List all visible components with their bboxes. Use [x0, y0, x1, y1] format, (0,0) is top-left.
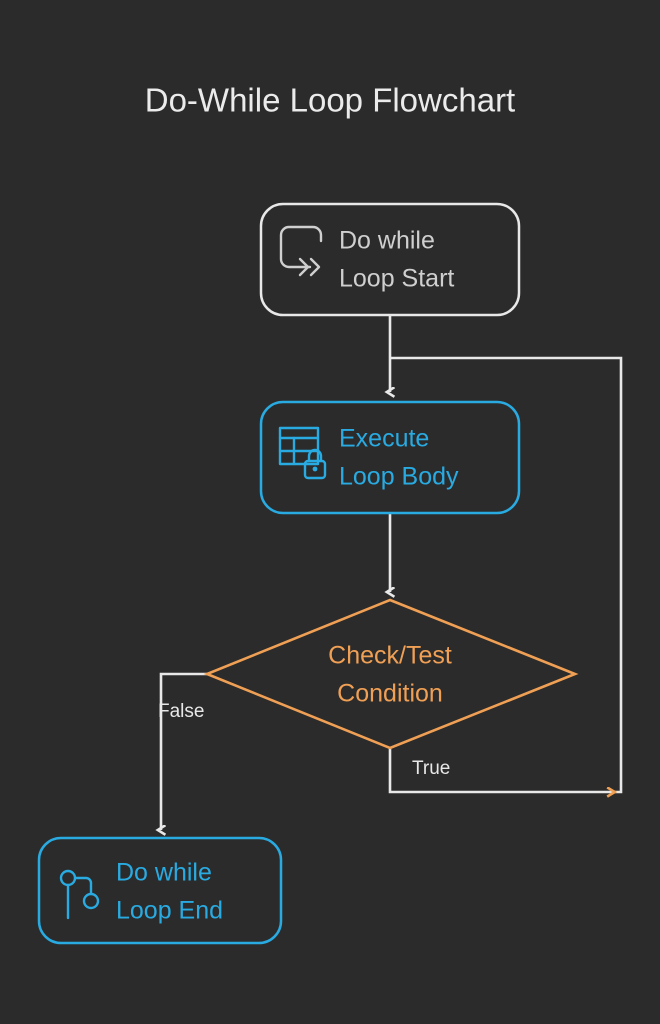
condition-node-label-line1: Check/Test	[328, 642, 452, 670]
connector-condition-false-to-end	[161, 672, 207, 830]
start-node-label-line2: Loop Start	[339, 265, 454, 293]
connector-condition-true-return-loop	[388, 356, 623, 794]
condition-node-label-line2: Condition	[337, 680, 443, 708]
git-branch-icon	[59, 869, 100, 920]
body-node-label-line1: Execute	[339, 425, 429, 453]
end-node-shape	[37, 836, 283, 945]
body-node-label-line2: Loop Body	[339, 463, 459, 491]
page-title: Do-While Loop Flowchart	[145, 82, 515, 119]
node-check-test-condition[interactable]: Check/Test Condition	[203, 598, 579, 750]
loop-start-icon	[279, 225, 323, 277]
body-node-shape	[259, 400, 521, 515]
edge-label-true: True	[412, 758, 450, 779]
node-do-while-loop-end[interactable]: Do while Loop End	[37, 836, 283, 945]
node-execute-loop-body[interactable]: Execute Loop Body	[259, 400, 521, 515]
start-node-shape	[259, 202, 521, 317]
edge-label-false: False	[158, 701, 204, 722]
condition-node-shape	[203, 598, 579, 750]
start-node-label-line1: Do while	[339, 227, 435, 255]
end-node-label-line2: Loop End	[116, 897, 223, 925]
end-node-label-line1: Do while	[116, 859, 212, 887]
node-do-while-loop-start[interactable]: Do while Loop Start	[259, 202, 521, 317]
table-lock-icon	[278, 426, 327, 480]
